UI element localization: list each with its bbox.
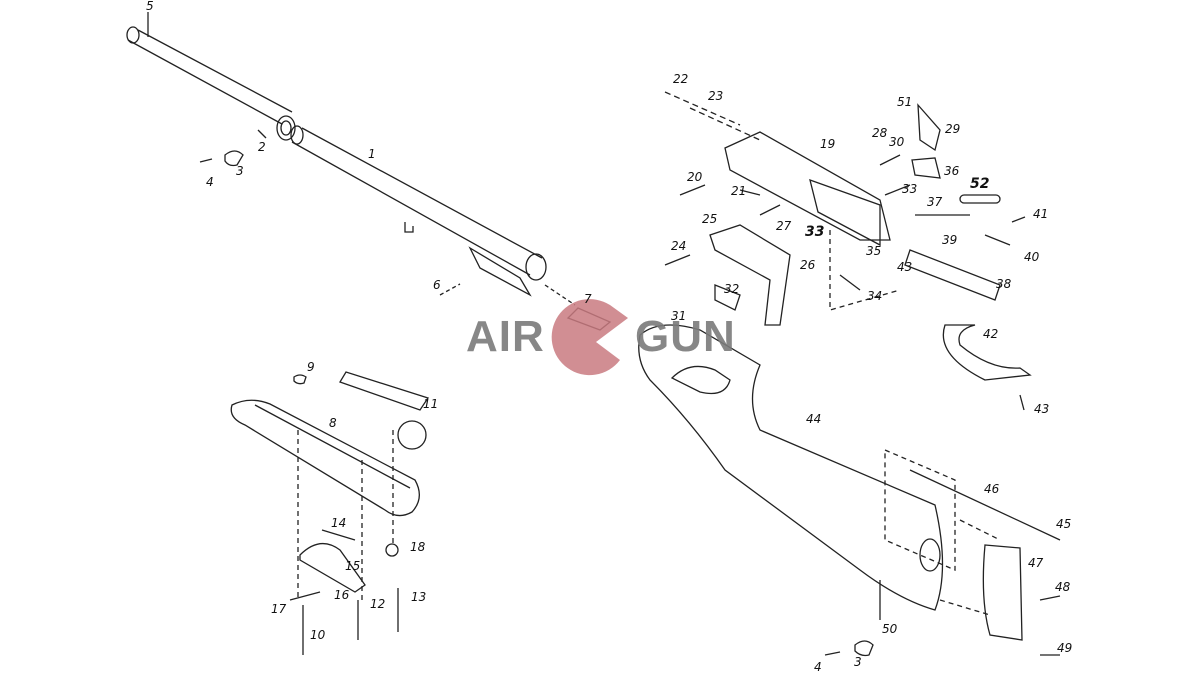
part-label: 17	[271, 602, 287, 616]
part-label: 11	[423, 397, 439, 411]
part-label: 20	[687, 170, 703, 184]
part-label: 15	[345, 559, 361, 573]
part-label: 35	[866, 244, 882, 258]
part-label: 23	[708, 89, 724, 103]
part-label: 3	[854, 655, 862, 669]
part-label: 1	[368, 147, 376, 161]
part-label: 16	[334, 588, 350, 602]
part-label: 29	[945, 122, 961, 136]
part-label: 27	[776, 219, 792, 233]
part-label: 31	[671, 309, 687, 323]
part-label: 19	[820, 137, 836, 151]
part-label: 49	[1057, 641, 1073, 655]
part-label: 44	[806, 412, 822, 426]
part-label: 4	[206, 175, 214, 189]
part-label: 26	[800, 258, 816, 272]
part-label: 47	[1028, 556, 1044, 570]
part-label: 24	[671, 239, 687, 253]
logo-text-gun: GUN	[635, 312, 736, 361]
part-label: 21	[731, 184, 747, 198]
part-label: 32	[724, 282, 740, 296]
logo-text-air: AIR	[466, 312, 545, 361]
part-label: 43	[897, 260, 913, 274]
part-label: 51	[897, 95, 913, 109]
part-sling-swivel	[199, 129, 267, 167]
part-label: 25	[702, 212, 718, 226]
part-label: 5	[146, 0, 154, 13]
part-label: 10	[310, 628, 326, 642]
part-label: 12	[370, 597, 386, 611]
part-label: 37	[927, 195, 943, 209]
part-label: 18	[410, 540, 426, 554]
part-label: 38	[996, 277, 1012, 291]
part-label: 42	[983, 327, 999, 341]
part-label: 41	[1033, 207, 1049, 221]
part-label: 6	[433, 278, 441, 292]
part-label: 52	[970, 176, 990, 192]
part-label: 46	[984, 482, 1000, 496]
part-label: 9	[307, 360, 315, 374]
part-label: 8	[329, 416, 337, 430]
part-label: 50	[882, 622, 898, 636]
part-forend	[230, 371, 430, 655]
part-label: 13	[411, 590, 427, 604]
part-label: 22	[673, 72, 689, 86]
part-stock	[638, 324, 1061, 657]
part-label: 33	[902, 182, 918, 196]
airgun-logo-mark	[551, 299, 628, 376]
part-label: 45	[1056, 517, 1072, 531]
part-barrel	[290, 125, 576, 306]
part-label: 2	[258, 140, 266, 154]
part-receiver	[664, 91, 1032, 411]
part-label: 36	[944, 164, 960, 178]
part-label: 40	[1024, 250, 1040, 264]
part-label: 3	[236, 164, 244, 178]
part-label: 4	[814, 660, 822, 674]
part-label: 34	[867, 289, 883, 303]
part-label: 48	[1055, 580, 1071, 594]
part-label: 33	[805, 224, 825, 240]
part-label: 30	[889, 135, 905, 149]
part-label: 7	[584, 292, 592, 306]
part-barrel-rear	[126, 12, 296, 141]
part-label: 43	[1034, 402, 1050, 416]
part-label: 39	[942, 233, 958, 247]
part-label: 28	[872, 126, 888, 140]
part-label: 14	[331, 516, 347, 530]
